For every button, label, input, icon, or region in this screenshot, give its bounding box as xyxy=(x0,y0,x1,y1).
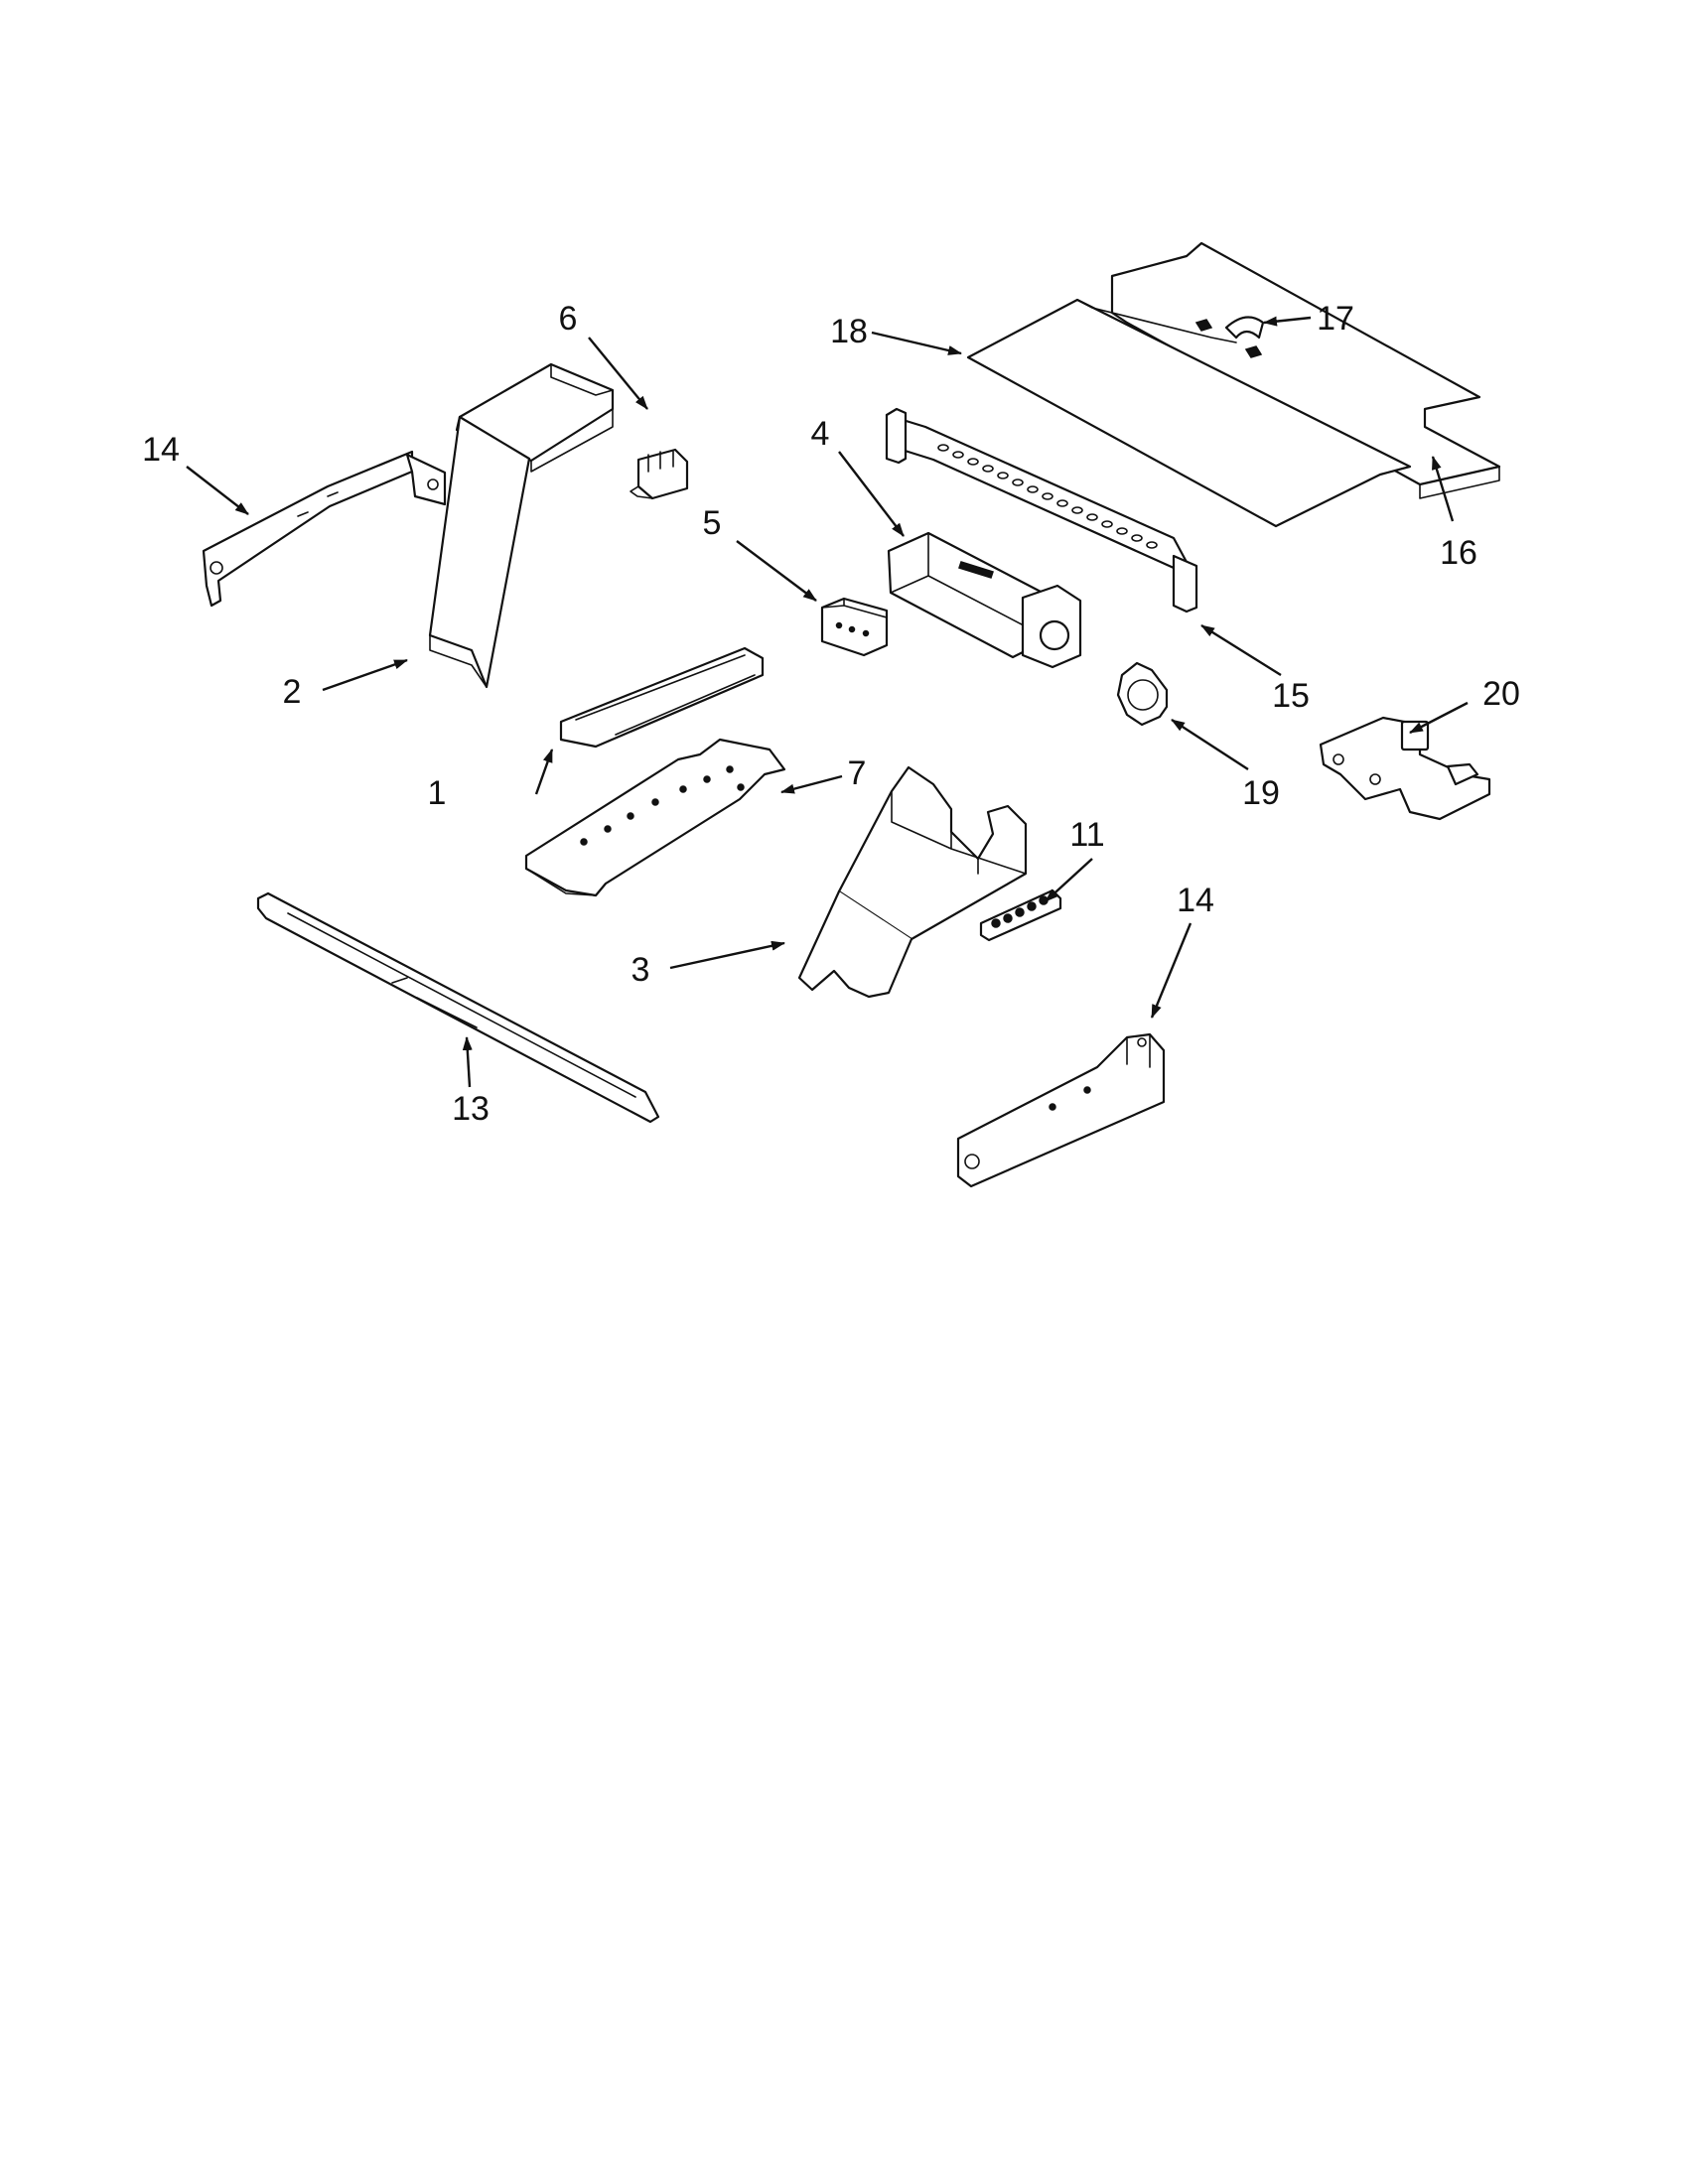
leader-13 xyxy=(462,1036,473,1088)
leader-3 xyxy=(669,940,785,970)
leader-lines xyxy=(186,316,1469,1088)
callout-14-left: 14 xyxy=(142,431,180,469)
leader-14-right xyxy=(1150,922,1193,1019)
callout-18: 18 xyxy=(830,313,868,350)
leader-2 xyxy=(322,658,408,692)
part-15-channel xyxy=(885,407,1198,614)
part-18-shield xyxy=(966,298,1412,528)
part-3-box-bracket xyxy=(797,765,1028,999)
callout-labels: 1 2 3 4 5 6 7 11 13 14 14 15 16 17 18 19… xyxy=(142,300,1520,1128)
leader-18 xyxy=(871,331,962,355)
leader-5 xyxy=(736,540,817,602)
leader-14-left xyxy=(186,466,249,515)
part-19-sensor xyxy=(1116,661,1169,727)
callout-3: 3 xyxy=(632,951,650,989)
callout-1: 1 xyxy=(428,774,447,812)
part-17-clip xyxy=(1224,316,1265,340)
callout-11: 11 xyxy=(1069,816,1104,854)
leader-11 xyxy=(1045,858,1093,902)
leader-1 xyxy=(534,749,554,795)
callout-14-right: 14 xyxy=(1177,882,1214,919)
callout-15: 15 xyxy=(1272,677,1310,715)
leader-15 xyxy=(1200,623,1282,677)
plate-holes xyxy=(580,765,745,846)
callout-6: 6 xyxy=(559,300,578,338)
leader-16 xyxy=(1431,456,1455,522)
callout-4: 4 xyxy=(811,415,830,453)
part-7-plate xyxy=(524,738,786,897)
part-14-bracket-left xyxy=(202,450,447,608)
part-6-terminal-block xyxy=(630,448,689,500)
callout-17: 17 xyxy=(1317,300,1354,338)
callout-2: 2 xyxy=(283,673,302,711)
leader-6 xyxy=(588,337,648,410)
part-14-bracket-right xyxy=(956,1032,1166,1188)
callout-7: 7 xyxy=(848,754,867,792)
part-16-panel xyxy=(1110,241,1501,499)
leader-7 xyxy=(780,774,843,794)
part-5-block xyxy=(820,597,889,657)
part-2-duct xyxy=(428,362,615,689)
part-4-latch-assembly xyxy=(887,531,1082,669)
part-1-rail xyxy=(559,646,765,749)
callout-20: 20 xyxy=(1482,675,1520,713)
callout-13: 13 xyxy=(452,1090,490,1128)
part-20-switch-assembly xyxy=(1319,716,1491,821)
part-13-long-rail xyxy=(256,891,660,1124)
leader-20 xyxy=(1409,701,1469,735)
strip-posts xyxy=(991,895,1049,928)
leader-4 xyxy=(838,451,905,537)
callout-19: 19 xyxy=(1242,774,1280,812)
callout-16: 16 xyxy=(1440,534,1477,572)
callout-5: 5 xyxy=(703,504,722,542)
leader-17 xyxy=(1263,316,1312,327)
leader-19 xyxy=(1171,718,1249,771)
channel-holes xyxy=(937,444,1158,549)
